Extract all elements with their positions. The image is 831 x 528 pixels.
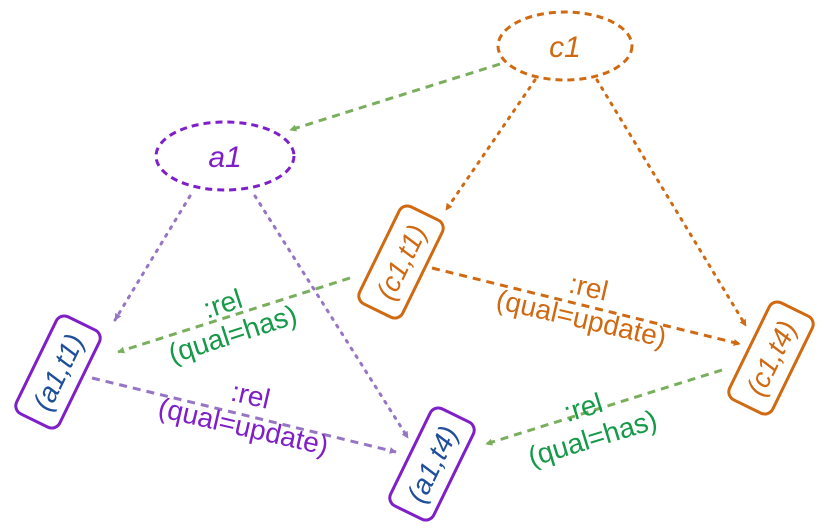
node-c1-label: c1 [549, 31, 581, 64]
node-a1-t4[interactable]: (a1,t4) [387, 405, 477, 523]
edge-c1-to-c1t1 [444, 78, 537, 212]
node-a1-t1-shape [14, 314, 102, 430]
node-c1-t4-shape [727, 300, 815, 416]
edge-label-c1t1-c1t4: :rel (qual=update) [493, 268, 669, 353]
node-a1-t1[interactable]: (a1,t1) [13, 313, 103, 431]
node-c1-t1[interactable]: (c1,t1) [356, 203, 446, 321]
node-a1-shape [154, 120, 296, 192]
node-c1-t1-shape [357, 204, 445, 320]
node-a1[interactable]: a1 [154, 120, 296, 192]
node-a1-label: a1 [208, 141, 241, 174]
edge-label-c1t1-a1t1: :rel (qual=has) [165, 283, 301, 369]
edge-c1t1-to-a1t1 [117, 276, 351, 354]
node-c1-shape [496, 10, 634, 82]
edge-label-a1t1-a1t4: :rel (qual=update) [155, 376, 331, 461]
edge-a1-to-a1t1 [113, 194, 192, 322]
node-c1[interactable]: c1 [496, 10, 634, 82]
node-c1-t4[interactable]: (c1,t4) [726, 299, 816, 417]
edge-label-c1t4-a1t4: :rel (qual=has) [524, 387, 660, 472]
edge-a1t1-to-a1t4 [91, 376, 397, 454]
edge-c1-to-c1t4 [595, 78, 748, 328]
edge-c1t1-to-c1t4 [431, 266, 741, 346]
edge-c1-to-a1 [289, 62, 501, 132]
edge-a1-to-a1t4 [253, 194, 410, 440]
node-a1-t4-shape [388, 406, 476, 522]
